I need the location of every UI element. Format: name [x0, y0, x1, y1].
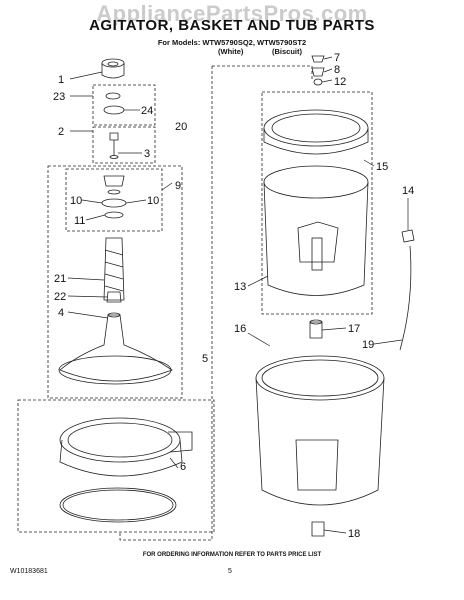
group-box-15 [261, 91, 373, 315]
callout-7: 7 [334, 52, 340, 64]
callout-17: 17 [348, 323, 360, 335]
balance-ring-part [263, 109, 369, 155]
callout-16: 16 [234, 323, 246, 335]
variant-white: (White) [218, 47, 244, 56]
agitator-base-part [58, 312, 173, 385]
hub-part [309, 319, 323, 339]
callout-24: 24 [141, 105, 153, 117]
agitator-cap-part [101, 58, 125, 79]
tub-ring-part [59, 417, 193, 523]
callout-9: 9 [175, 180, 181, 192]
callout-23: 23 [53, 91, 65, 103]
group-box-9 [65, 168, 163, 232]
group-box-5 [17, 399, 215, 533]
page-number: 5 [228, 568, 232, 575]
callout-1: 1 [58, 74, 64, 86]
callout-6: 6 [180, 461, 186, 473]
callout-19: 19 [362, 339, 374, 351]
leader-lines [67, 56, 409, 534]
outer-tub-part [255, 355, 385, 506]
group-box-2 [92, 126, 156, 164]
callout-13: 13 [234, 281, 246, 293]
callout-2: 2 [58, 126, 64, 138]
ordering-info: FOR ORDERING INFORMATION REFER TO PARTS … [142, 552, 322, 558]
callout-18: 18 [348, 528, 360, 540]
callout-11: 11 [74, 215, 85, 227]
callout-8: 8 [334, 64, 340, 76]
group-box-20 [47, 165, 183, 399]
top-fittings-part [311, 55, 325, 86]
callout-5: 5 [202, 353, 208, 365]
page-title: AGITATOR, BASKET AND TUB PARTS [89, 17, 375, 34]
callout-21: 21 [54, 273, 66, 285]
agitator-cam-part [101, 175, 127, 219]
bracket-line-left [119, 66, 213, 541]
bracket-line-top [212, 65, 313, 80]
group-box-23 [92, 84, 156, 126]
callout-20: 20 [175, 121, 187, 133]
bolt-part [109, 132, 119, 159]
callout-4: 4 [58, 307, 64, 319]
doc-number: W10183681 [10, 568, 48, 575]
callout-22: 22 [54, 291, 66, 303]
drain-fitting-part [311, 521, 325, 537]
callout-15: 15 [376, 161, 388, 173]
coupling-part [106, 291, 122, 303]
variant-biscuit: (Biscuit) [272, 47, 302, 56]
hose-part [399, 229, 415, 351]
callout-labels: 1 23 24 2 3 20 9 10 10 11 21 22 4 5 6 7 … [53, 52, 414, 540]
callout-10-left: 10 [70, 195, 82, 207]
watermark: AppliancePartsPros.com [96, 1, 368, 26]
callout-10-right: 10 [147, 195, 159, 207]
seal-ring-part [103, 92, 125, 115]
auger-part [103, 237, 125, 301]
callout-14: 14 [402, 185, 414, 197]
callout-3: 3 [144, 148, 150, 160]
wash-basket-part [263, 165, 369, 296]
callout-12: 12 [334, 76, 346, 88]
models-line: For Models: WTW5790SQ2, WTW5790ST2 [157, 38, 307, 47]
